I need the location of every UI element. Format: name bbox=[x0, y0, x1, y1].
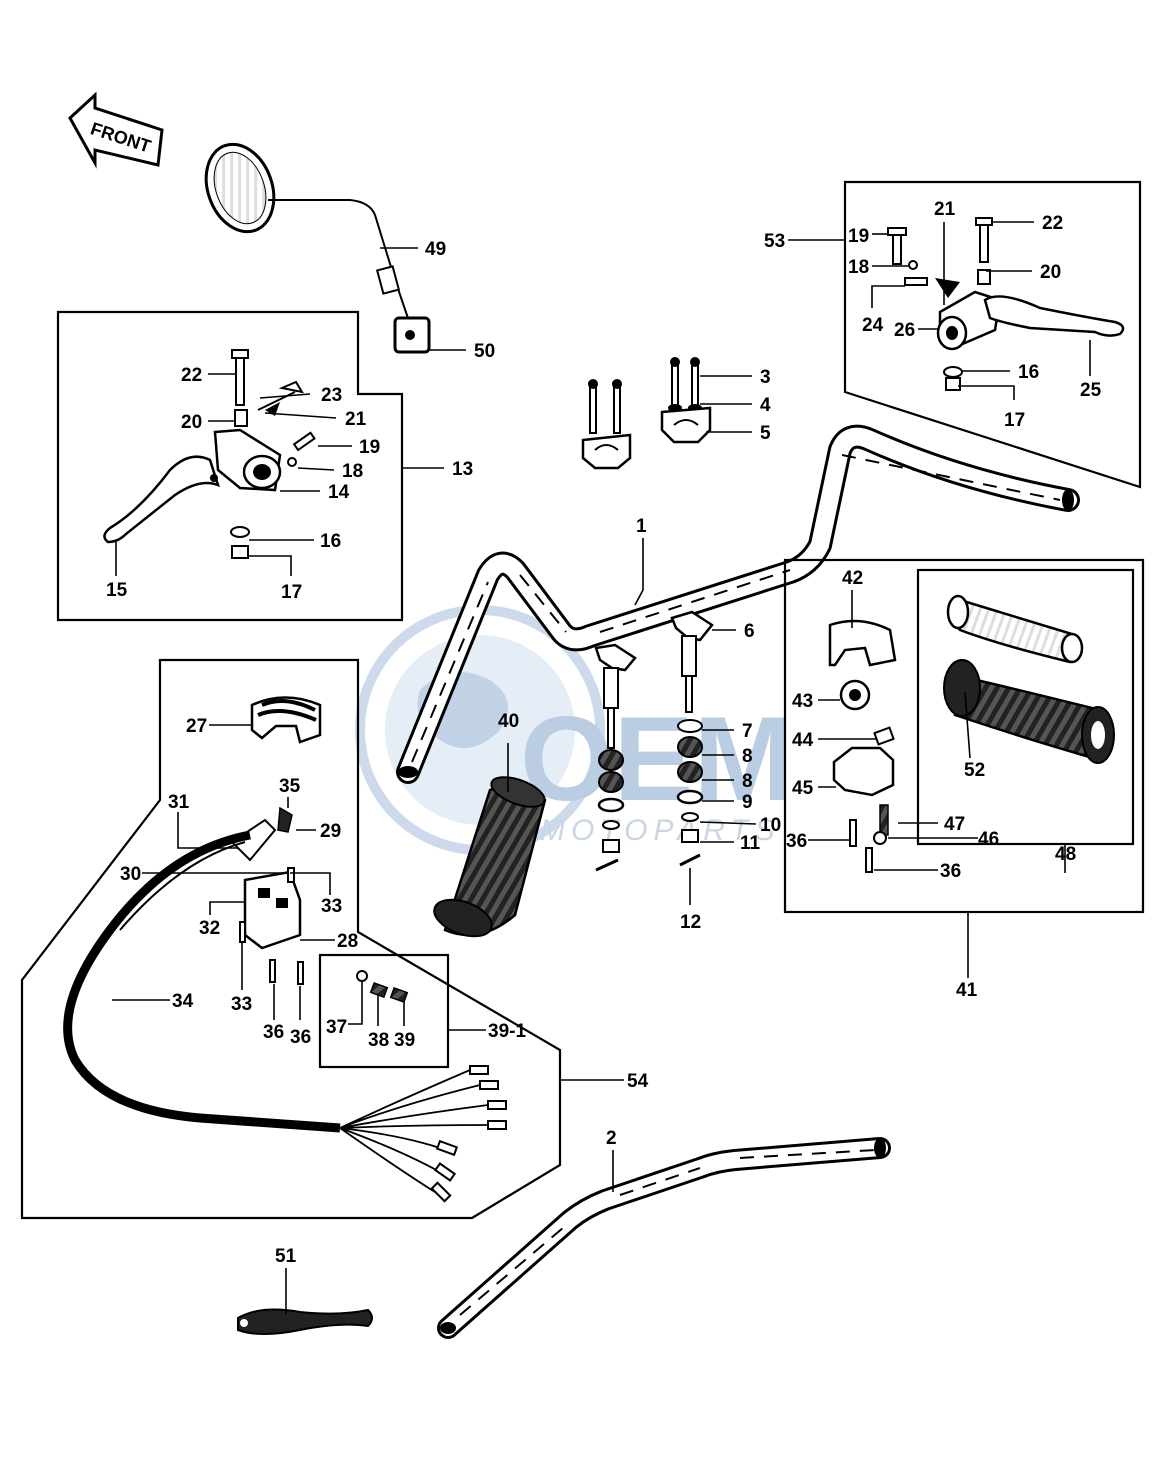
callout-30: 30 bbox=[120, 864, 141, 885]
callout-36-throttle-b: 36 bbox=[940, 861, 961, 882]
callout-39: 39 bbox=[394, 1030, 415, 1051]
handlebar-clamps bbox=[581, 357, 712, 470]
callout-54: 54 bbox=[627, 1071, 649, 1092]
callout-48: 48 bbox=[1055, 844, 1076, 865]
throttle-assembly-frame bbox=[783, 558, 1145, 914]
grip-set-frame bbox=[916, 568, 1135, 846]
callout-19-right: 19 bbox=[848, 226, 869, 247]
callout-17-right: 17 bbox=[1004, 410, 1025, 431]
callout-labels: 49 50 22 23 21 20 19 18 13 14 15 16 17 3… bbox=[106, 199, 1102, 1267]
callout-11: 11 bbox=[740, 833, 761, 854]
right-lever-assembly bbox=[887, 217, 1125, 391]
leader-lines bbox=[112, 221, 1091, 1314]
callout-16-left: 16 bbox=[320, 531, 341, 552]
callout-8-lower: 8 bbox=[742, 771, 753, 792]
callout-31: 31 bbox=[168, 792, 190, 813]
callout-49: 49 bbox=[425, 239, 446, 260]
right-lever-assembly-frame bbox=[843, 180, 1142, 489]
callout-20-right: 20 bbox=[1040, 262, 1061, 283]
handlebar-high bbox=[396, 424, 1080, 784]
callout-36-switch-b: 36 bbox=[290, 1027, 311, 1048]
callout-18-right: 18 bbox=[848, 257, 869, 278]
callout-5: 5 bbox=[760, 423, 771, 444]
callout-36-switch-a: 36 bbox=[263, 1022, 284, 1043]
callout-8-upper: 8 bbox=[742, 746, 753, 767]
callout-23: 23 bbox=[321, 385, 342, 406]
callout-44: 44 bbox=[792, 730, 814, 751]
callout-21-right: 21 bbox=[934, 199, 956, 220]
callout-43: 43 bbox=[792, 691, 813, 712]
callout-3: 3 bbox=[760, 367, 771, 388]
callout-4: 4 bbox=[760, 395, 771, 416]
callout-22-right: 22 bbox=[1042, 213, 1063, 234]
watermark-subtitle: MOTOPARTS bbox=[540, 814, 781, 847]
callout-33-upper: 33 bbox=[321, 896, 342, 917]
switch-small-parts-frame bbox=[318, 953, 450, 1069]
callout-16-right: 16 bbox=[1018, 362, 1039, 383]
front-arrow-icon: FRONT bbox=[68, 91, 164, 169]
callout-33-lower: 33 bbox=[231, 994, 252, 1015]
left-lever-assembly bbox=[103, 349, 316, 559]
callout-34: 34 bbox=[172, 991, 194, 1012]
callout-35: 35 bbox=[279, 776, 301, 797]
left-grip bbox=[433, 776, 547, 938]
watermark-brand: OEM bbox=[520, 692, 793, 826]
callout-39-1: 39-1 bbox=[488, 1021, 526, 1042]
callout-13: 13 bbox=[452, 459, 473, 480]
callout-25: 25 bbox=[1080, 380, 1102, 401]
callout-46: 46 bbox=[978, 829, 999, 850]
callout-47: 47 bbox=[944, 814, 965, 835]
callout-28: 28 bbox=[337, 931, 358, 952]
callout-38: 38 bbox=[368, 1030, 389, 1051]
callout-18-left: 18 bbox=[342, 461, 363, 482]
callout-1: 1 bbox=[636, 516, 647, 537]
mirror bbox=[204, 142, 431, 354]
callout-50: 50 bbox=[474, 341, 495, 362]
callout-6: 6 bbox=[744, 621, 755, 642]
left-lever-assembly-frame bbox=[56, 310, 404, 622]
switch-assembly bbox=[63, 696, 507, 1203]
callout-45: 45 bbox=[792, 778, 814, 799]
callout-36-throttle-a: 36 bbox=[786, 831, 807, 852]
handlebar-low bbox=[437, 1137, 891, 1339]
callout-14: 14 bbox=[328, 482, 350, 503]
switch-assembly-frame bbox=[20, 658, 562, 1220]
handlebar-risers bbox=[594, 610, 714, 872]
callout-24: 24 bbox=[862, 315, 884, 336]
throttle-assembly bbox=[828, 594, 1115, 873]
callout-17-left: 17 bbox=[281, 582, 302, 603]
callout-52: 52 bbox=[964, 760, 985, 781]
callout-32: 32 bbox=[199, 918, 220, 939]
callout-19-left: 19 bbox=[359, 437, 380, 458]
callout-22-left: 22 bbox=[181, 365, 202, 386]
callout-27: 27 bbox=[186, 716, 207, 737]
callout-15: 15 bbox=[106, 580, 128, 601]
callout-21-left: 21 bbox=[345, 409, 367, 430]
callout-41: 41 bbox=[956, 980, 978, 1001]
callout-10: 10 bbox=[760, 815, 781, 836]
callout-26: 26 bbox=[894, 320, 915, 341]
callout-42: 42 bbox=[842, 568, 863, 589]
callout-53: 53 bbox=[764, 231, 785, 252]
callout-12: 12 bbox=[680, 912, 701, 933]
callout-37: 37 bbox=[326, 1017, 347, 1038]
tool-wrench bbox=[237, 1308, 373, 1335]
callout-20-left: 20 bbox=[181, 412, 202, 433]
callout-40: 40 bbox=[498, 711, 519, 732]
callout-9: 9 bbox=[742, 792, 753, 813]
callout-7: 7 bbox=[742, 721, 753, 742]
callout-51: 51 bbox=[275, 1246, 297, 1267]
callout-29: 29 bbox=[320, 821, 341, 842]
callout-2: 2 bbox=[606, 1128, 617, 1149]
